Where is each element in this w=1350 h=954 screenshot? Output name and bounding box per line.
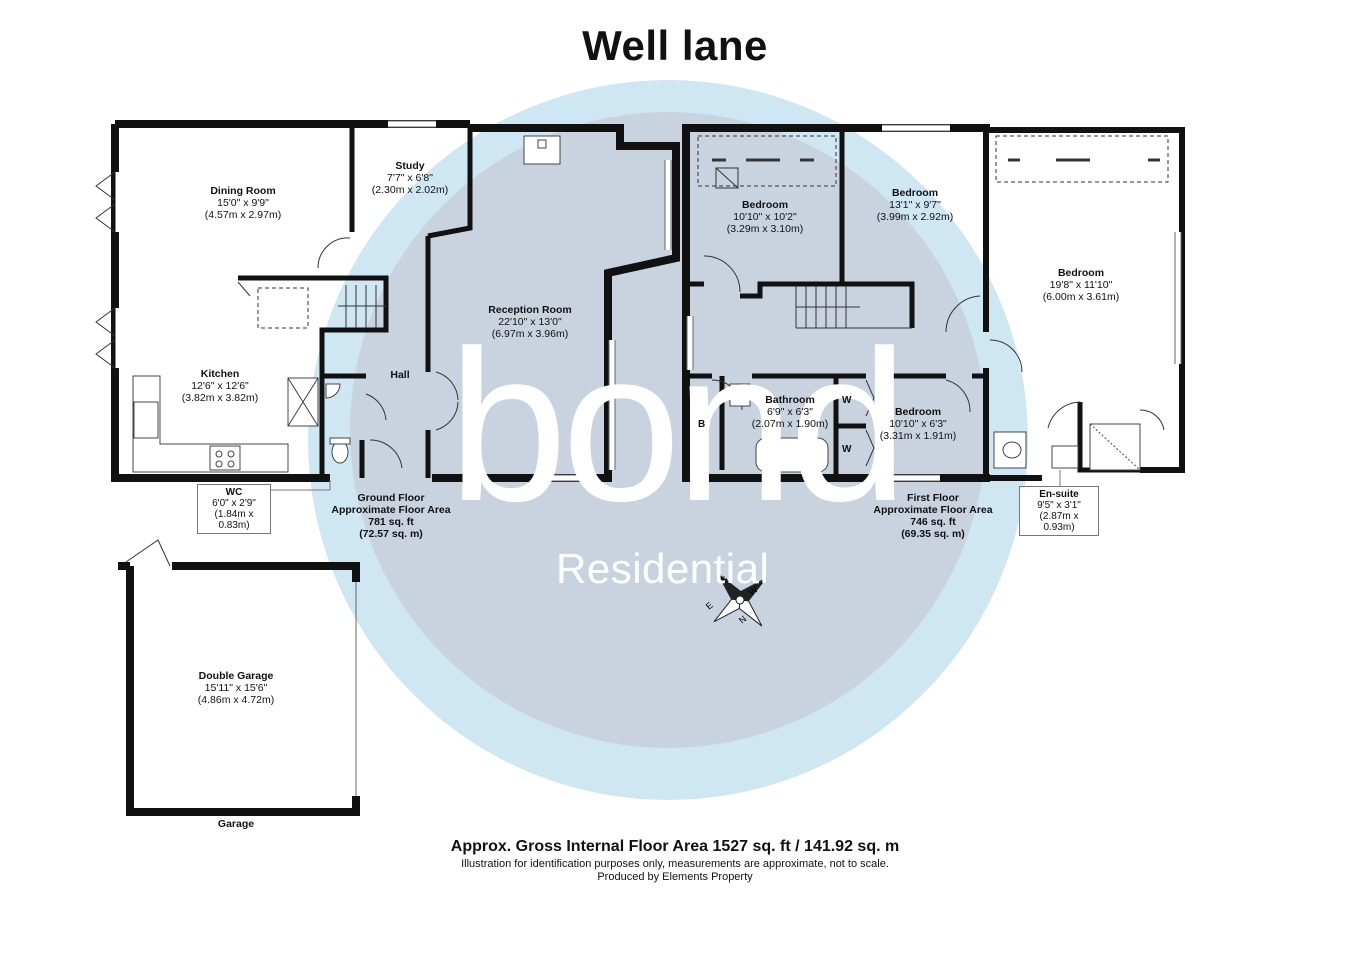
ground-floor-area: Ground Floor Approximate Floor Area 781 … <box>331 492 451 540</box>
first-window-lines <box>686 124 1182 482</box>
garage-floor-label: Garage <box>217 818 255 830</box>
ground-floor-walls <box>111 120 680 482</box>
boiler-tag: B <box>698 419 706 430</box>
compass-n: N <box>737 614 748 626</box>
first-floor-area: First Floor Approximate Floor Area 746 s… <box>873 492 993 540</box>
room-label-reception: Reception Room 22'10" x 13'0" (6.97m x 3… <box>488 304 572 340</box>
watermark-brand: bond <box>448 305 908 546</box>
ground-windows <box>115 121 671 481</box>
room-label-hall: Hall <box>390 369 410 381</box>
kitchen-units <box>132 375 319 473</box>
room-label-bedroom-1: Bedroom 10'10" x 10'2" (3.29m x 3.10m) <box>726 199 804 235</box>
room-label-garage: Double Garage 15'11" x 15'6" (4.86m x 4.… <box>197 670 275 706</box>
first-windows <box>687 125 1181 481</box>
room-label-bedroom-4: Bedroom 10'10" x 6'3" (3.31m x 1.91m) <box>879 406 957 442</box>
room-label-ensuite: En-suite 9'5" x 3'1" (2.87m x 0.93m) <box>1019 486 1099 536</box>
room-label-dining: Dining Room 15'0" x 9'9" (4.57m x 2.97m) <box>204 185 282 221</box>
garage-walls <box>118 562 360 816</box>
watermark-inner <box>350 112 986 748</box>
disclaimer: Illustration for identification purposes… <box>461 858 889 870</box>
garage-side-door <box>125 539 171 567</box>
ground-stairs <box>257 285 386 329</box>
wc-fixtures <box>325 383 351 464</box>
wardrobe-tag-1: W <box>842 395 852 406</box>
room-label-study: Study 7'7" x 6'8" (2.30m x 2.02m) <box>371 160 449 196</box>
watermark-subtitle: Residential <box>556 545 770 592</box>
wardrobes <box>697 135 1169 189</box>
ground-window-lines <box>388 120 672 482</box>
room-label-bedroom-3: Bedroom 19'8" x 11'10" (6.00m x 3.61m) <box>1042 267 1120 303</box>
bathroom-fixtures <box>729 383 1141 473</box>
ground-doors <box>237 237 459 469</box>
room-label-kitchen: Kitchen 12'6" x 12'6" (3.82m x 3.82m) <box>181 368 259 404</box>
room-label-wc: WC 6'0" x 2'9" (1.84m x 0.83m) <box>197 484 271 534</box>
producer: Produced by Elements Property <box>597 871 753 883</box>
first-stairs <box>795 286 912 329</box>
compass-e: E <box>704 600 715 612</box>
room-label-bathroom: Bathroom 6'9" x 6'3" (2.07m x 1.90m) <box>751 394 829 430</box>
wardrobe-tag-2: W <box>842 444 852 455</box>
compass-rose <box>713 573 767 627</box>
page-title: Well lane <box>582 22 768 69</box>
room-label-bedroom-2: Bedroom 13'1" x 9'7" (3.99m x 2.92m) <box>876 187 954 223</box>
fireplace <box>523 135 561 165</box>
compass-s: S <box>719 574 730 586</box>
dining-french-doors <box>95 171 116 369</box>
footer: Approx. Gross Internal Floor Area 1527 s… <box>0 838 1350 884</box>
total-floor-area: Approx. Gross Internal Floor Area 1527 s… <box>450 838 900 855</box>
